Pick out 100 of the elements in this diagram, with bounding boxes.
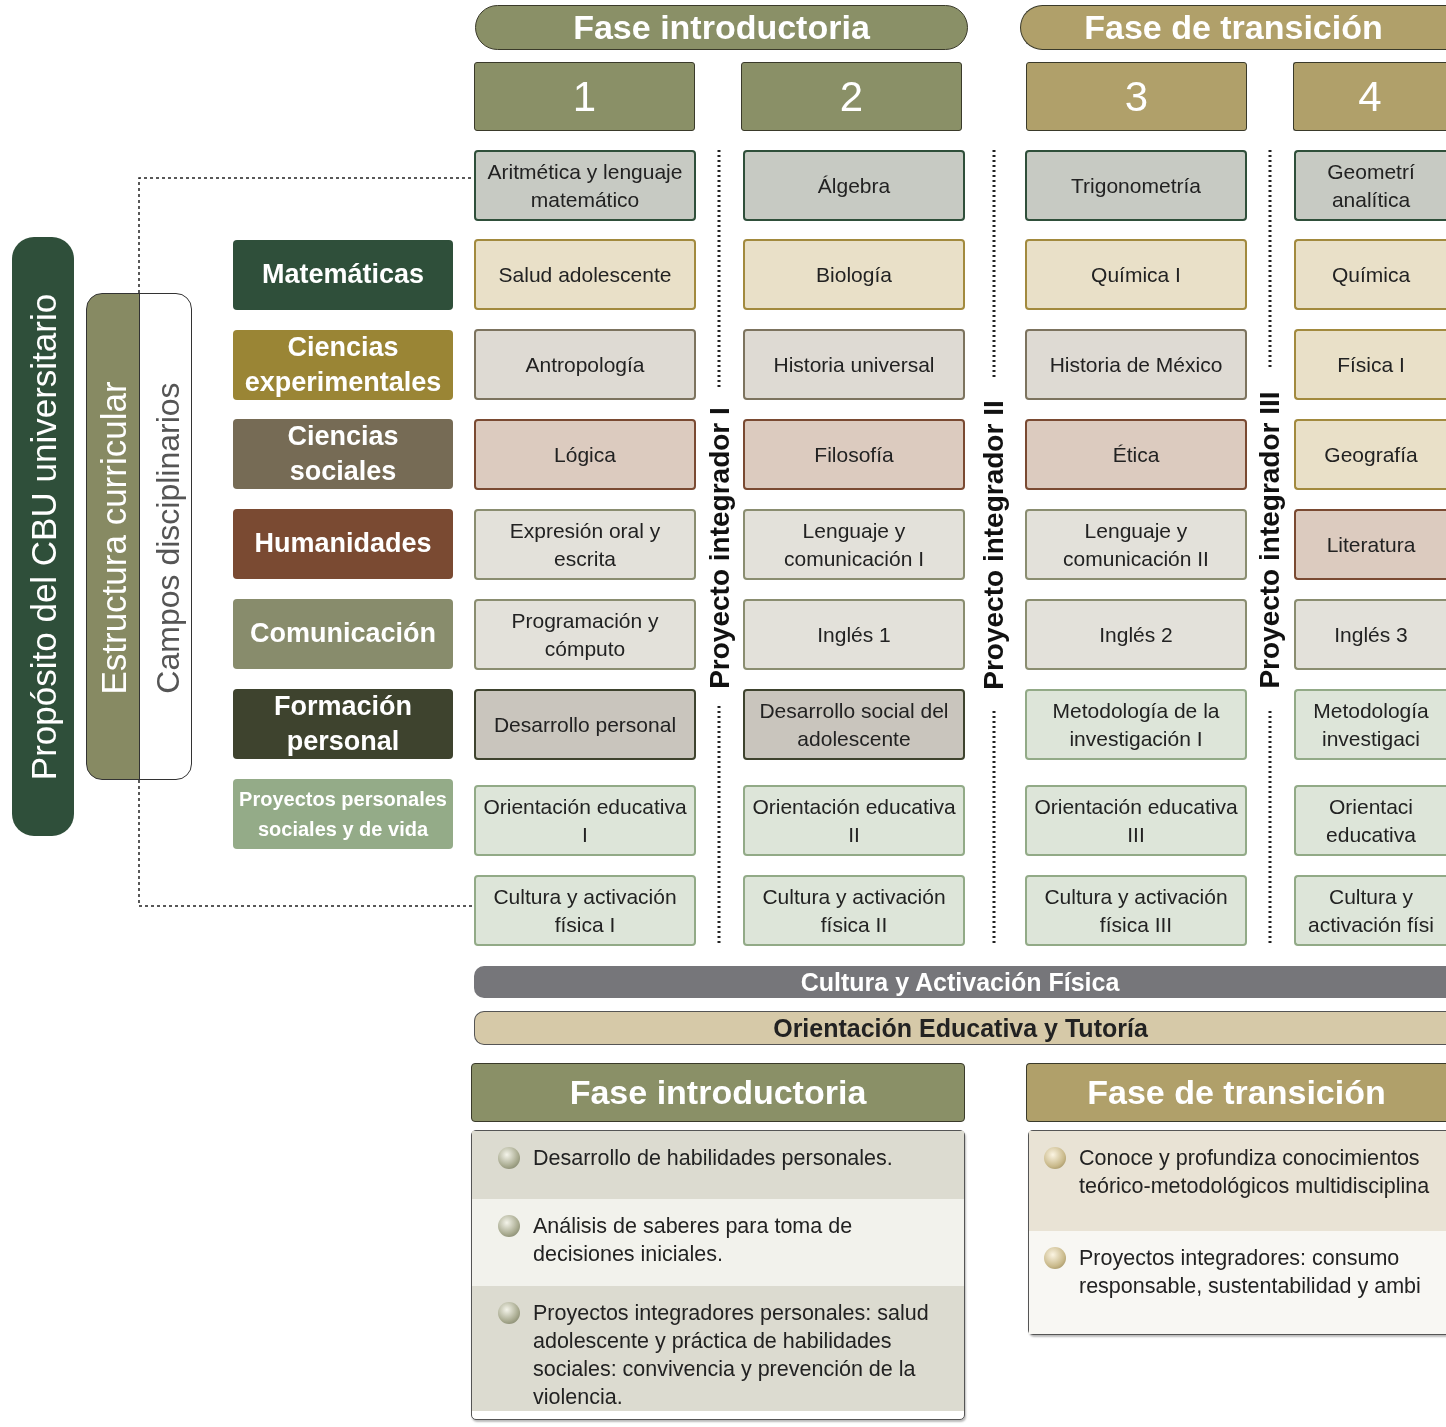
subject-box (474, 875, 696, 946)
transversal-band (474, 966, 1446, 998)
subject-box (1025, 419, 1247, 490)
discipline-field-box (233, 779, 453, 849)
phase-banner (475, 5, 968, 50)
subject-box (474, 689, 696, 760)
label-text: Geografía (1324, 441, 1418, 468)
description-row (472, 1199, 964, 1286)
discipline-field-box (233, 240, 453, 310)
label-text: Expresión oral y escrita (508, 518, 662, 572)
subject-box (474, 785, 696, 856)
discipline-field-box (233, 419, 453, 489)
label-text: 4 (1358, 72, 1382, 121)
subject-box (743, 509, 965, 580)
label-text: Programación y cómputo (510, 608, 660, 662)
subject-box (474, 509, 696, 580)
phase-header (471, 1063, 965, 1122)
subject-box (743, 150, 965, 221)
label-text: Orientación educativa III (1033, 794, 1239, 848)
label-text: Matemáticas (261, 258, 425, 292)
subject-box (1294, 239, 1446, 310)
transversal-band (474, 1011, 1446, 1045)
label-text: Desarrollo de habilidades personales. (533, 1145, 893, 1172)
subject-box (1294, 509, 1446, 580)
description-row (472, 1131, 964, 1199)
phase-banner (1020, 5, 1446, 50)
label-text: Conoce y profundiza conocimientos teórico-metodológicos multidisciplina (1079, 1145, 1431, 1200)
label-text: Cultura y activación física II (761, 884, 947, 938)
fields-subtitle: Campos disciplinarios (147, 380, 187, 696)
subject-box (474, 239, 696, 310)
subject-box (1025, 875, 1247, 946)
semester-header (1293, 62, 1446, 131)
label-text: Formación personal (273, 689, 413, 758)
subject-box (1294, 329, 1446, 400)
label-text: Orientación educativa I (482, 794, 688, 848)
label-text: Desarrollo social del adolescente (758, 698, 950, 752)
subject-box (474, 419, 696, 490)
label-text: Proyectos integradores personales: salud adolescente y práctica de habilidades sociales: convivencia y prevención de la violencia. (533, 1300, 930, 1411)
label-text: Cultura y activación física I (492, 884, 678, 938)
label-text: Ciencias experimentales (243, 330, 443, 399)
subject-box (1025, 239, 1247, 310)
subject-box (1294, 785, 1446, 856)
subject-box (743, 875, 965, 946)
label-text: Orientaci educativa (1325, 794, 1417, 848)
label-text: Proyectos personales sociales y de vida (238, 787, 448, 842)
subject-box (1294, 150, 1446, 221)
subject-box (1294, 689, 1446, 760)
label-text: Biología (816, 261, 892, 288)
label-text: Literatura (1326, 531, 1416, 558)
structure-title: Estructura curricular (92, 379, 133, 697)
label-text: Fase de transición (1084, 8, 1383, 47)
label-text: Ética (1112, 441, 1160, 468)
subject-box (474, 599, 696, 670)
label-text: Metodología investigaci (1312, 698, 1430, 752)
label-text: 3 (1124, 72, 1149, 121)
discipline-field-box (233, 599, 453, 669)
label-text: Lógica (554, 441, 616, 468)
label-text: Física I (1337, 351, 1405, 378)
label-text: Comunicación (250, 617, 436, 651)
label-text: Aritmética y lenguaje matemático (486, 159, 684, 213)
label-text: Antropología (525, 351, 645, 378)
phase-description-panel (471, 1130, 965, 1420)
discipline-field-box (233, 689, 453, 759)
discipline-field-box (233, 509, 453, 579)
label-text: Inglés 2 (1099, 621, 1173, 648)
label-text: Trigonometría (1071, 172, 1201, 199)
label-text: Cultura y activación físi (1306, 884, 1436, 938)
label-text: Cultura y Activación Física (800, 967, 1120, 997)
label-text: Historia de México (1049, 351, 1223, 378)
subject-box (1025, 329, 1247, 400)
label-text: Inglés 1 (817, 621, 891, 648)
subject-box (1025, 599, 1247, 670)
subject-box (1294, 419, 1446, 490)
project-label: Proyecto integrador III (1253, 390, 1286, 691)
label-text: Filosofía (814, 441, 894, 468)
label-text: Análisis de saberes para toma de decisiones iniciales. (533, 1213, 854, 1268)
description-row (1029, 1131, 1446, 1231)
subject-box (743, 599, 965, 670)
structure-panel (86, 293, 192, 780)
subject-box (1025, 689, 1247, 760)
phase-header (1026, 1063, 1446, 1122)
project-label: Proyecto integrador II (977, 399, 1010, 692)
label-text: Orientación Educativa y Tutoría (773, 1013, 1148, 1043)
semester-header (474, 62, 695, 131)
subject-box (1294, 875, 1446, 946)
label-text: Orientación educativa II (751, 794, 957, 848)
subject-box (474, 329, 696, 400)
label-text: Ciencias sociales (286, 419, 400, 488)
label-text: Lenguaje y comunicación II (1062, 518, 1210, 572)
label-text: Cultura y activación física III (1043, 884, 1229, 938)
subject-box (743, 239, 965, 310)
subject-box (1025, 509, 1247, 580)
label-text: Historia universal (773, 351, 935, 378)
subject-box (474, 150, 696, 221)
semester-header (741, 62, 962, 131)
label-text: Desarrollo personal (493, 711, 677, 738)
label-text: Inglés 3 (1334, 621, 1408, 648)
subject-box (1294, 599, 1446, 670)
dotted-connector (138, 779, 475, 907)
subject-box (743, 785, 965, 856)
